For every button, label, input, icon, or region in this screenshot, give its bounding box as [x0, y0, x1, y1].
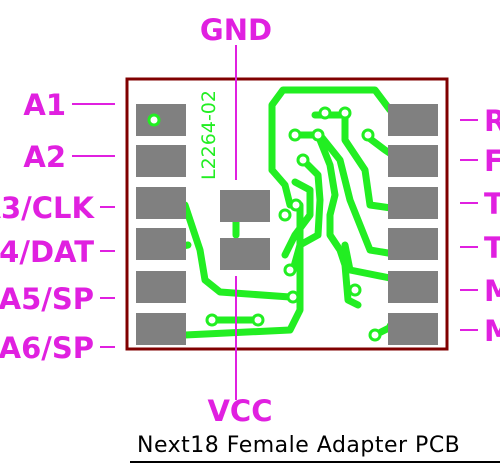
- right-labels: R F T T M M: [484, 104, 500, 348]
- right-pads: [388, 104, 438, 345]
- via: [288, 128, 302, 142]
- via: [147, 113, 161, 127]
- left-pads: [136, 104, 186, 345]
- gnd-pad: [220, 190, 270, 222]
- part-number: L2264-02: [198, 90, 220, 180]
- trace: [268, 166, 294, 209]
- via: [278, 208, 292, 222]
- via: [338, 106, 352, 120]
- pin-label-r2: F: [484, 144, 500, 178]
- pin-label-a4: A4/DAT: [0, 235, 94, 269]
- pin-label-r1: R: [484, 104, 500, 138]
- via: [286, 290, 300, 304]
- center-pads: [220, 190, 270, 270]
- pad: [136, 104, 186, 136]
- vcc-label: VCC: [207, 394, 272, 428]
- pad: [388, 271, 438, 303]
- pad: [388, 187, 438, 219]
- pin-label-r4: T: [484, 231, 500, 265]
- pin-label-r6: M: [484, 314, 500, 348]
- pad: [388, 145, 438, 177]
- trace: [289, 156, 324, 274]
- pad: [136, 228, 186, 260]
- trace: [281, 178, 314, 259]
- via: [251, 313, 265, 327]
- left-labels: A1 A2 A3/CLK A4/DAT A5/SP A6/SP: [0, 88, 96, 365]
- trace: [268, 86, 394, 174]
- pin-label-a3: A3/CLK: [0, 191, 96, 225]
- pin-label-r5: M: [484, 274, 500, 308]
- via: [318, 106, 332, 120]
- callout-lines: [72, 45, 478, 400]
- via: [289, 198, 303, 212]
- via: [361, 128, 375, 142]
- pad: [136, 145, 186, 177]
- pad: [136, 271, 186, 303]
- via: [368, 328, 382, 342]
- pin-label-a1: A1: [23, 88, 66, 122]
- pin-label-r3: T: [484, 187, 500, 221]
- via: [296, 153, 310, 167]
- vcc-pad: [220, 238, 270, 270]
- pin-label-a5: A5/SP: [0, 282, 94, 316]
- via: [283, 263, 297, 277]
- pin-label-a6: A6/SP: [0, 331, 94, 365]
- pad: [136, 313, 186, 345]
- pad: [388, 228, 438, 260]
- trace: [314, 131, 362, 309]
- via: [311, 128, 325, 142]
- pin-label-a2: A2: [23, 140, 66, 174]
- caption-title: Next18 Female Adapter PCB: [137, 433, 460, 458]
- via: [205, 313, 219, 327]
- via: [348, 283, 362, 297]
- pad: [136, 187, 186, 219]
- gnd-label: GND: [200, 13, 272, 47]
- pad: [388, 313, 438, 345]
- pad: [388, 104, 438, 136]
